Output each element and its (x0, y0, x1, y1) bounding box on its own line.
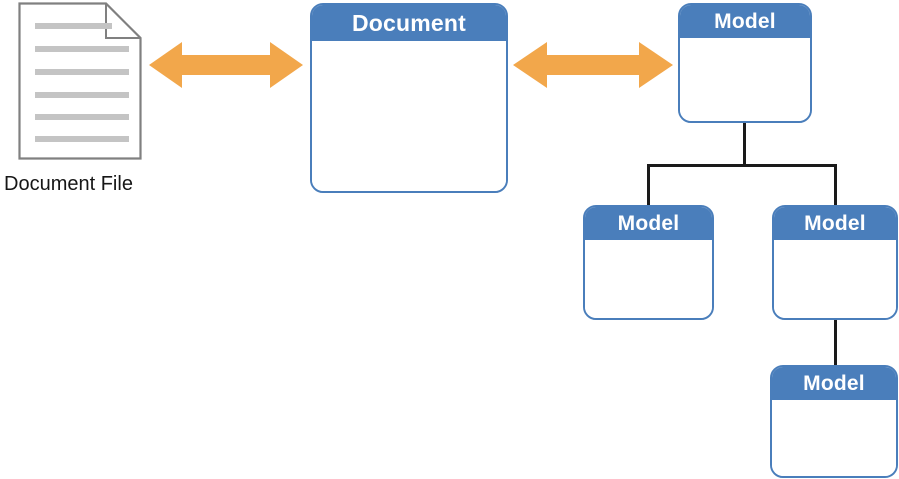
document-file-icon (18, 2, 142, 160)
node-model-root[interactable]: Model (678, 3, 812, 123)
connector-drop-left-child (647, 164, 650, 207)
node-model-grandchild-body (772, 400, 896, 476)
node-document[interactable]: Document (310, 3, 508, 193)
document-fold-corner (105, 3, 141, 39)
node-model-child-left-body (585, 240, 712, 318)
document-text-line (35, 23, 112, 29)
node-model-root-title: Model (680, 5, 810, 38)
node-model-child-right-body (774, 240, 896, 318)
connector-drop-right-child (834, 164, 837, 207)
document-file-label: Document File (4, 173, 133, 195)
node-model-child-left-title: Model (585, 207, 712, 240)
document-text-line (35, 46, 129, 52)
node-model-grandchild[interactable]: Model (770, 365, 898, 478)
connector-junction-bar (647, 164, 837, 167)
node-model-grandchild-title: Model (772, 367, 896, 400)
node-model-child-right[interactable]: Model (772, 205, 898, 320)
connector-right-child-to-grandchild (834, 319, 837, 367)
document-text-line (35, 136, 129, 142)
bidirectional-arrow-icon-document-to-model (513, 40, 673, 90)
bidirectional-arrow-icon-document-file-to-document (149, 40, 303, 90)
connector-root-stem (743, 123, 746, 167)
node-model-root-body (680, 38, 810, 121)
document-text-line (35, 92, 129, 98)
node-model-child-left[interactable]: Model (583, 205, 714, 320)
node-document-title: Document (312, 5, 506, 41)
document-text-line (35, 69, 129, 75)
node-model-child-right-title: Model (774, 207, 896, 240)
document-text-line (35, 114, 129, 120)
node-document-body (312, 41, 506, 191)
